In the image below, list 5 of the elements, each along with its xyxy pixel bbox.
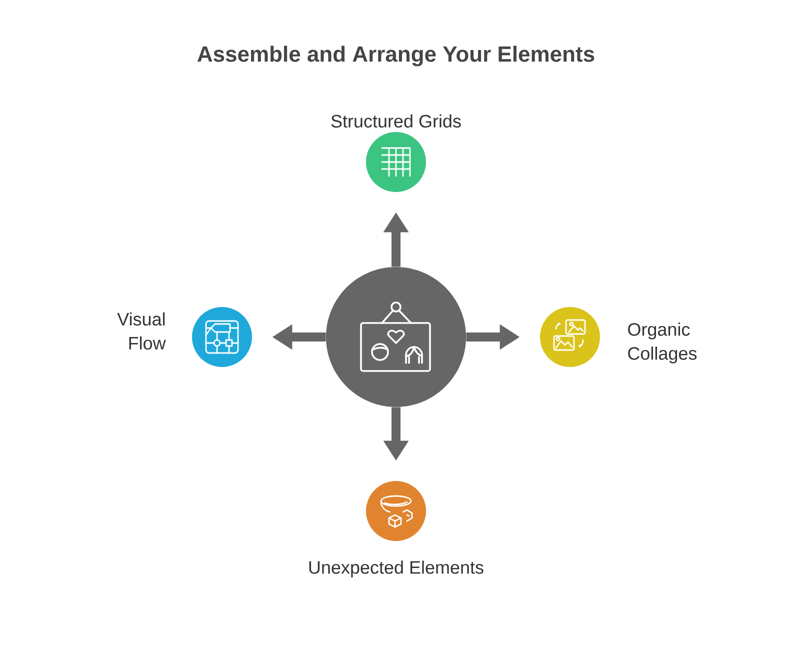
node-label: Structured Grids — [331, 114, 461, 128]
title: Assemble and Arrange Your Elements — [197, 46, 594, 66]
node-label: Unexpected Elements — [309, 560, 484, 578]
node-label: Visual Flow — [117, 312, 166, 350]
node-label: Organic Collages — [628, 322, 697, 364]
